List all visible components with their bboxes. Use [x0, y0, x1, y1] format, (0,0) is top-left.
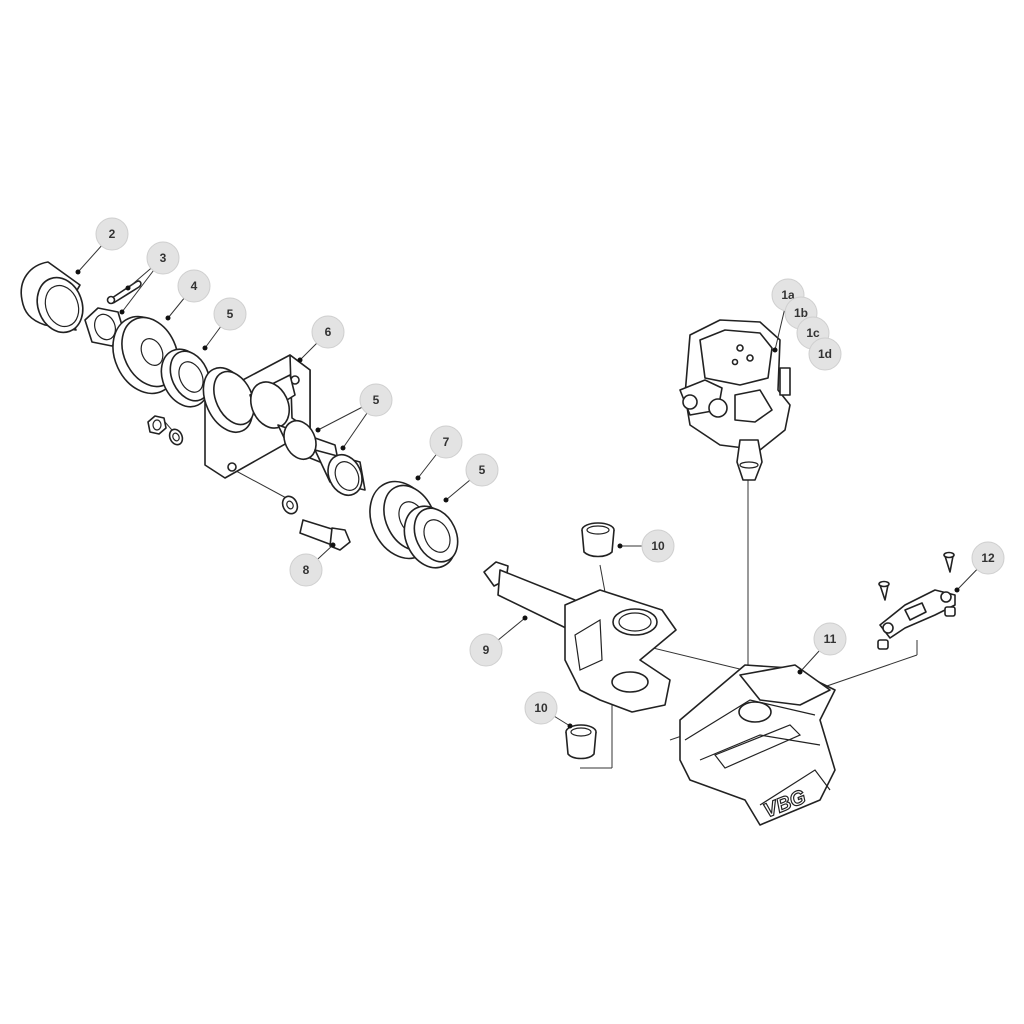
part-6-flange-housing	[202, 354, 366, 496]
callout-label: 1c	[806, 326, 820, 340]
part-3-split-pin	[106, 280, 142, 305]
callout-label: 10	[651, 539, 665, 553]
callout-2: 2	[95, 217, 129, 251]
callout-label: 3	[160, 251, 167, 265]
part-9-drawbar-shaft	[483, 561, 677, 713]
callout-3: 3	[146, 241, 180, 275]
callout-label: 5	[227, 307, 234, 321]
callout-label: 5	[479, 463, 486, 477]
part-5-bearing-ring-a	[160, 348, 211, 408]
part-11-coupling-housing	[679, 664, 836, 826]
callout-7: 7	[429, 425, 463, 459]
callout-label: 11	[824, 632, 837, 646]
callout-5-first: 5	[213, 297, 247, 331]
callout-12: 12	[971, 541, 1005, 575]
callout-4: 4	[177, 269, 211, 303]
callout-5-third: 5	[465, 453, 499, 487]
callout-label: 4	[191, 279, 198, 293]
callout-label: 1b	[794, 306, 808, 320]
callout-label: 9	[483, 643, 490, 657]
part-10-bushing-bottom	[565, 724, 597, 760]
callout-1d: 1d	[808, 337, 842, 371]
part-12-latch-plate	[877, 551, 956, 650]
callout-6: 6	[311, 315, 345, 349]
part-10-bushing-top	[581, 522, 615, 558]
callout-label: 1a	[781, 288, 795, 302]
callout-label: 7	[443, 435, 450, 449]
callout-10-top: 10	[641, 529, 675, 563]
callout-label: 12	[981, 551, 995, 565]
callout-label: 2	[109, 227, 116, 241]
callout-8: 8	[289, 553, 323, 587]
part-8-bolt	[281, 495, 351, 551]
part-2-end-cap	[20, 261, 84, 334]
callout-11: 11	[813, 622, 847, 656]
callout-label: 6	[325, 325, 332, 339]
nut-and-washer	[147, 415, 184, 446]
callout-dots	[75, 269, 960, 729]
callout-label: 10	[534, 701, 548, 715]
part-1-coupling-head	[679, 319, 791, 481]
callout-label: 8	[303, 563, 310, 577]
callout-label: 5	[373, 393, 380, 407]
part-5-bearing-ring-b	[403, 505, 459, 569]
callout-leaders	[77, 233, 989, 727]
callout-5-second: 5	[359, 383, 393, 417]
callout-9: 9	[469, 633, 503, 667]
callout-10-bottom: 10	[524, 691, 558, 725]
callout-label: 1d	[818, 347, 832, 361]
